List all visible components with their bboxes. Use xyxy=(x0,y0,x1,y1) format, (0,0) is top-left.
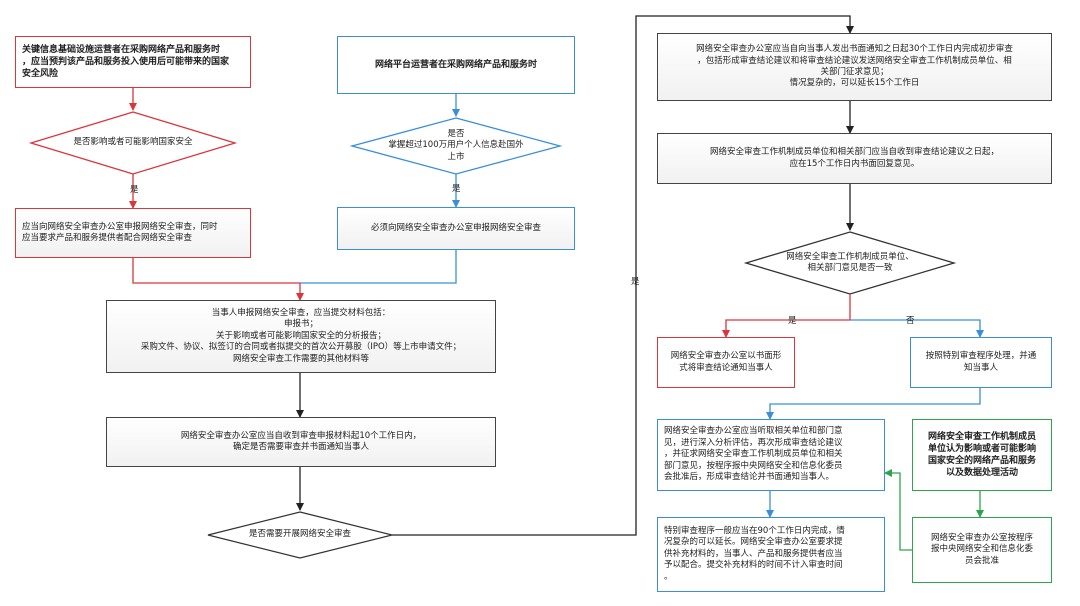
apply-with-supply-box: 应当向网络安全审查办公室申报网络安全审查，同时 应当要求产品和服务提供者配合网络… xyxy=(15,208,251,258)
fifteen-days-box: 网络安全审查工作机制成员单位和相关部门应当自收到审查结论建议之日起， 应在15个… xyxy=(657,133,1052,184)
materials-box: 当事人申报网络安全审查，应当提交材料包括： 申报书； 关于影响或者可能影响国家安… xyxy=(106,300,496,373)
yes-label-left: 是 xyxy=(130,185,139,195)
notify-conclusion-box: 网络安全审查办公室以书面形 式将审查结论通知当事人 xyxy=(657,337,795,388)
platform-operator-box: 网络平台运营者在采购网络产品和服务时 xyxy=(337,36,575,94)
yes-label-platform: 是 xyxy=(452,184,461,194)
diamond-consistent-label: 网络安全审查工作机制成员单位、 相关部门意见是否一致 xyxy=(786,251,914,273)
mechanism-members-box: 网络安全审查工作机制成员 单位认为影响或者可能影响 国家安全的网络产品和服务 以… xyxy=(912,419,1052,491)
diamond-100w-users-label: 是否 掌握超过100万用户个人信息赴国外 上市 xyxy=(388,129,524,162)
diamond-need-review-label: 是否需要开展网络安全审查 xyxy=(248,529,351,540)
special-review-box: 网络安全审查办公室应当听取相关单位和部门意 见，进行深入分析评估，再次形成审查结… xyxy=(657,419,885,491)
diamond-national-security-label: 是否影响或者可能影响国家安全 xyxy=(73,137,193,148)
ten-days-box: 网络安全审查办公室应当自收到审查申报材料起10个工作日内， 确定是否需要审查并书… xyxy=(106,417,496,467)
special-procedure-box: 按照特别审查程序处理，并通 知当事人 xyxy=(910,337,1052,388)
diamond-need-review-shape xyxy=(207,511,393,559)
yes-label-consistent: 是 xyxy=(788,316,797,326)
preliminary-review-box: 网络安全审查办公室应当自向当事人发出书面通知之日起30个工作日内完成初步审查 ，… xyxy=(657,33,1052,101)
cii-operator-box: 关键信息基础设施运营者在采购网络产品和服务时 ，应当预判该产品和服务投入使用后可… xyxy=(15,36,251,88)
yes-label-need-review: 是 xyxy=(631,277,640,287)
must-apply-box: 必须向网络安全审查办公室申报网络安全审查 xyxy=(337,207,575,250)
ninety-days-box: 特别审查程序一般应当在90个工作日内完成，情 况复杂的可以延长。网络安全审查办公… xyxy=(657,517,885,592)
no-label-consistent: 否 xyxy=(906,316,915,326)
report-approval-box: 网络安全审查办公室按程序 报中央网络安全和信息化委 员会批准 xyxy=(912,517,1052,583)
